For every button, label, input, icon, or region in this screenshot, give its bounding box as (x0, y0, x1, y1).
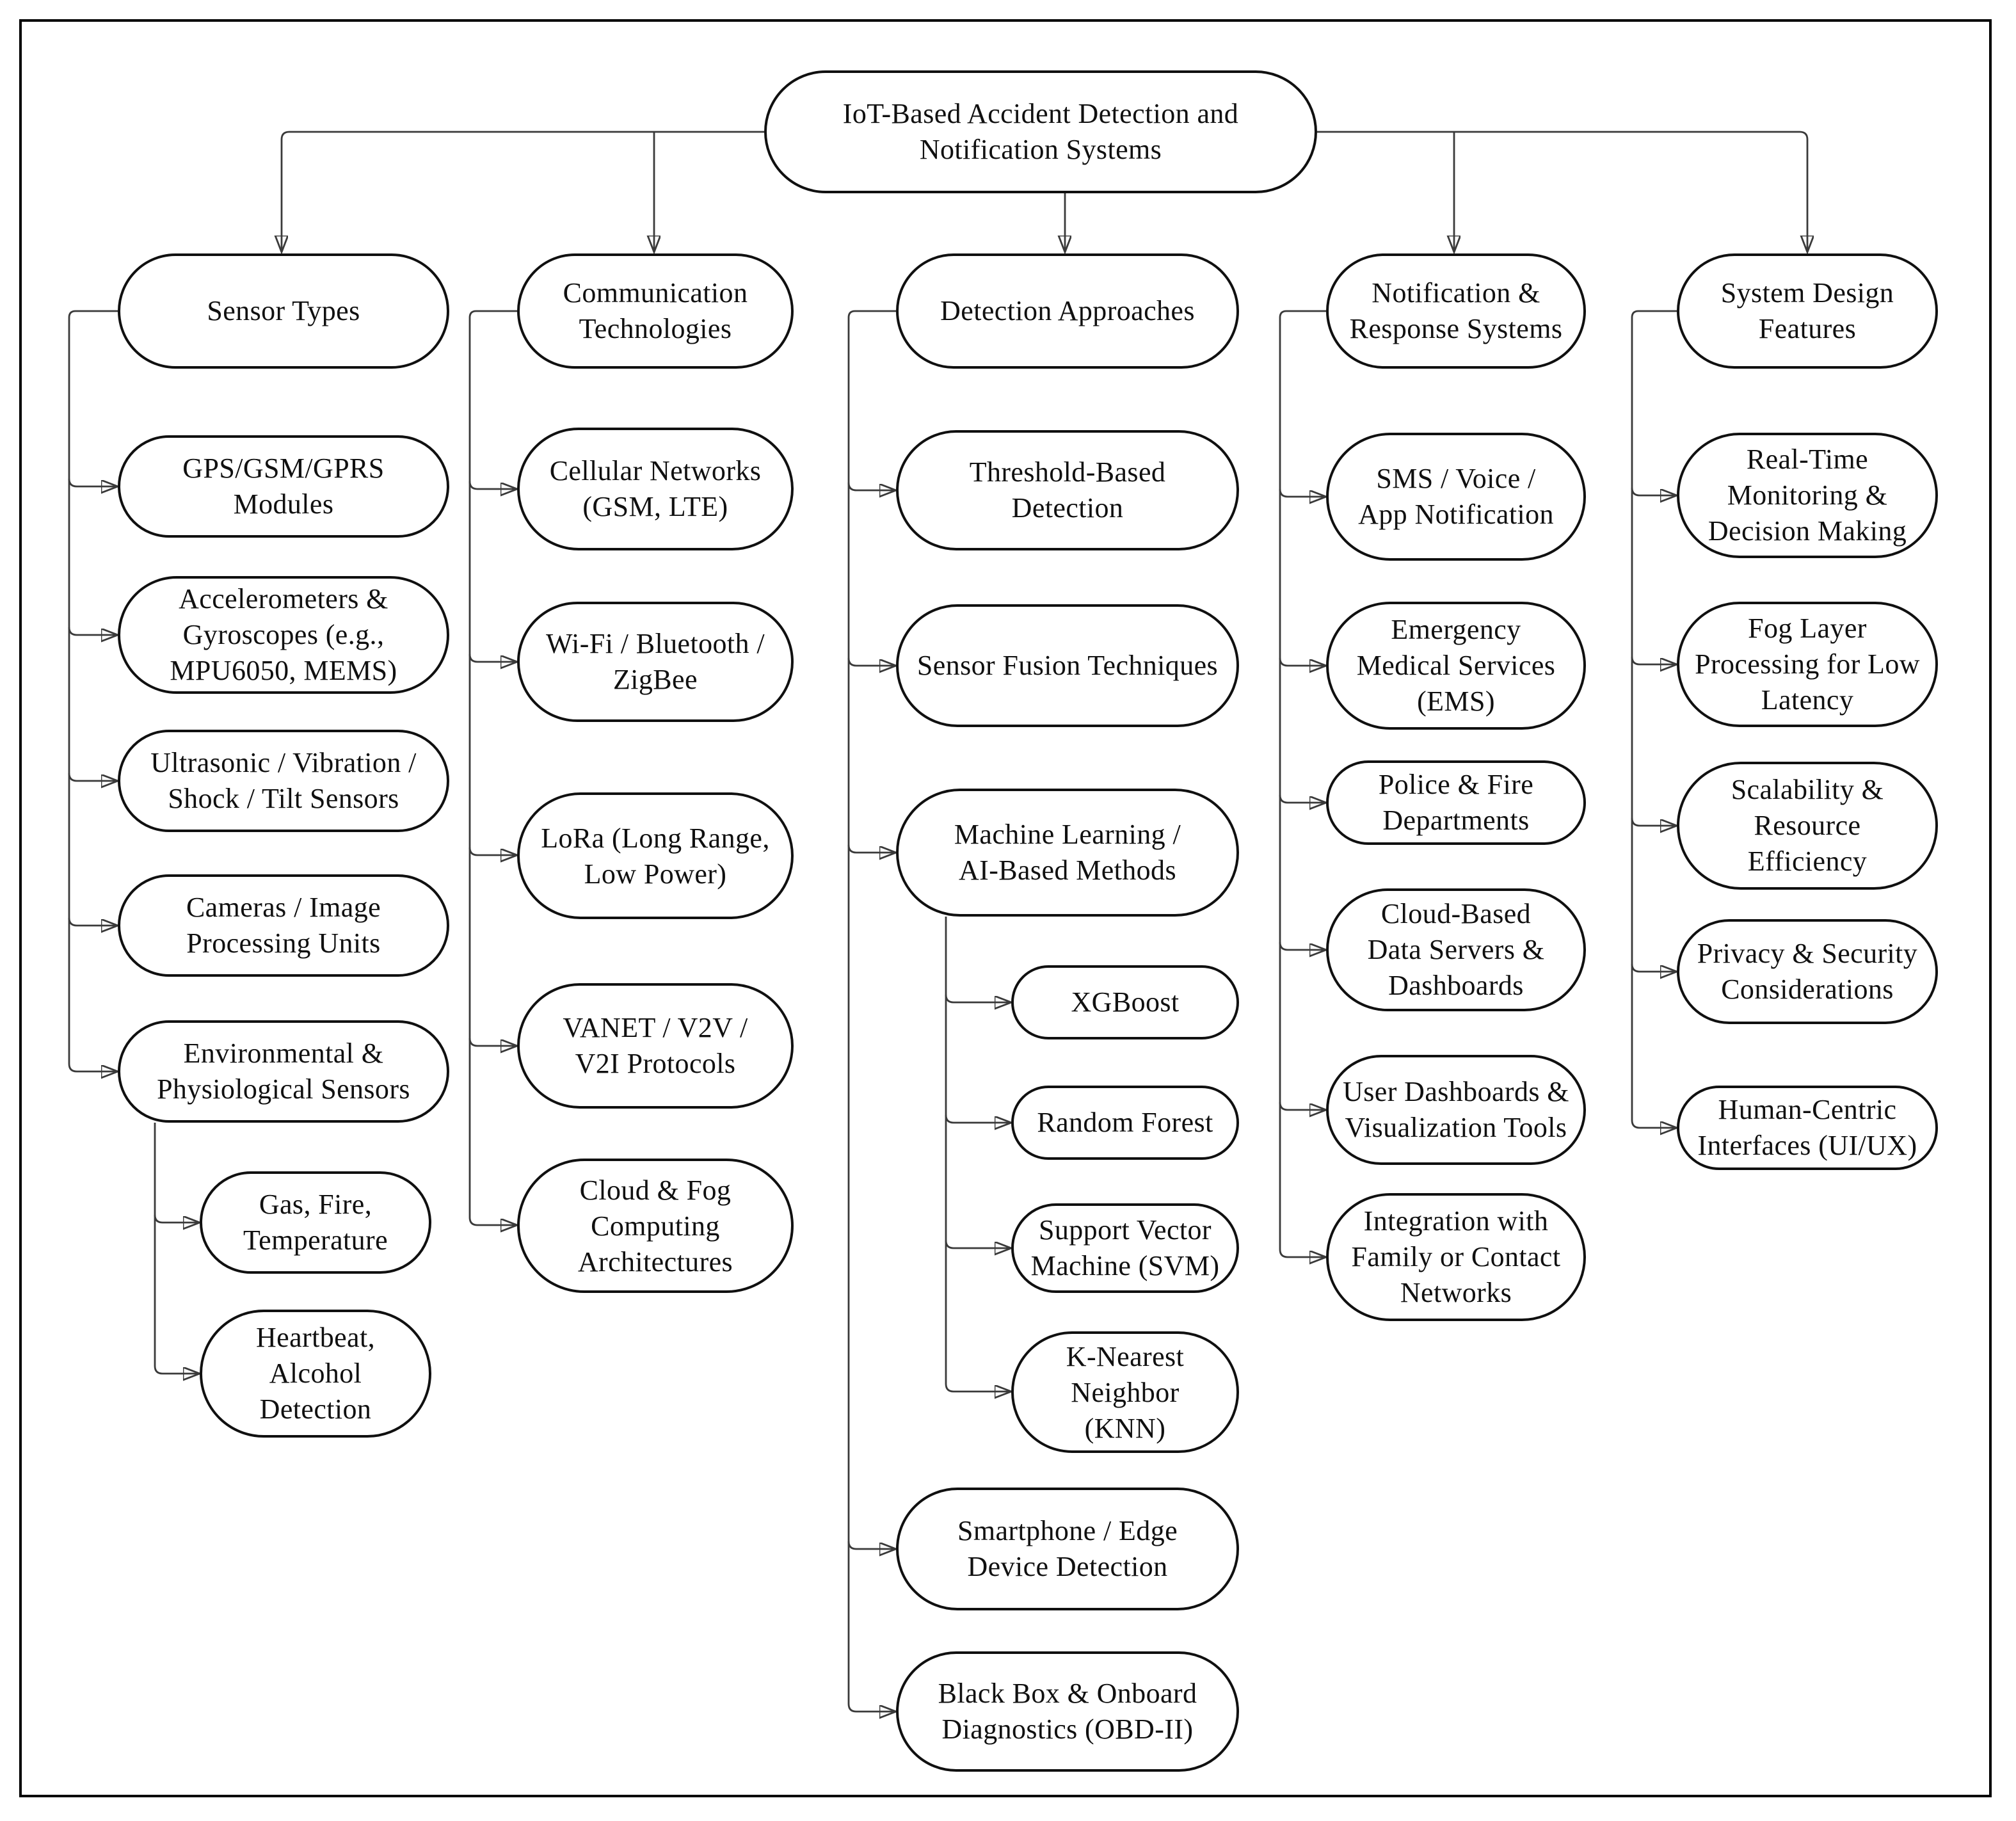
node-real-time-monitoring-decision-making: Real-Time Monitoring & Decision Making (1677, 433, 1938, 558)
node-gas-fire-temperature: Gas, Fire, Temperature (200, 1171, 431, 1274)
node-smartphone-edge-device-detection: Smartphone / Edge Device Detection (896, 1488, 1239, 1610)
node-human-centric-interfaces: Human-Centric Interfaces (UI/UX) (1677, 1086, 1938, 1170)
branch-header-notification-response-systems: Notification & Response Systems (1326, 253, 1586, 369)
node-random-forest: Random Forest (1011, 1086, 1239, 1160)
node-sensor-fusion-techniques: Sensor Fusion Techniques (896, 604, 1239, 727)
node-cloud-fog-computing-architectures: Cloud & Fog Computing Architectures (517, 1159, 794, 1293)
node-wifi-bluetooth-zigbee: Wi-Fi / Bluetooth / ZigBee (517, 602, 794, 722)
branch-header-communication-technologies: Communication Technologies (517, 253, 794, 369)
node-gps-gsm-gprs-modules: GPS/GSM/GPRS Modules (118, 435, 449, 538)
node-police-fire-departments: Police & Fire Departments (1326, 760, 1586, 845)
node-threshold-based-detection: Threshold-Based Detection (896, 430, 1239, 550)
node-ultrasonic-vibration-shock-tilt: Ultrasonic / Vibration / Shock / Tilt Se… (118, 730, 449, 832)
node-sms-voice-app-notification: SMS / Voice / App Notification (1326, 433, 1586, 561)
node-root: IoT-Based Accident Detection and Notific… (764, 70, 1317, 193)
node-fog-layer-processing-low-latency: Fog Layer Processing for Low Latency (1677, 602, 1938, 727)
diagram-border (19, 19, 1992, 1797)
node-emergency-medical-services: Emergency Medical Services (EMS) (1326, 602, 1586, 730)
node-support-vector-machine: Support Vector Machine (SVM) (1011, 1203, 1239, 1293)
node-black-box-onboard-diagnostics: Black Box & Onboard Diagnostics (OBD-II) (896, 1651, 1239, 1772)
node-environmental-physiological-sensors: Environmental & Physiological Sensors (118, 1020, 449, 1123)
node-scalability-resource-efficiency: Scalability & Resource Efficiency (1677, 762, 1938, 890)
node-accelerometers-gyroscopes: Accelerometers & Gyroscopes (e.g., MPU60… (118, 576, 449, 694)
node-vanet-v2v-v2i-protocols: VANET / V2V / V2I Protocols (517, 983, 794, 1109)
node-cameras-image-processing: Cameras / Image Processing Units (118, 874, 449, 977)
branch-header-detection-approaches: Detection Approaches (896, 253, 1239, 369)
node-xgboost: XGBoost (1011, 965, 1239, 1039)
node-machine-learning-ai-methods: Machine Learning / AI-Based Methods (896, 789, 1239, 917)
node-user-dashboards-visualization-tools: User Dashboards & Visualization Tools (1326, 1055, 1586, 1165)
node-integration-family-contact-networks: Integration with Family or Contact Netwo… (1326, 1193, 1586, 1321)
node-lora-long-range: LoRa (Long Range, Low Power) (517, 792, 794, 919)
node-heartbeat-alcohol-detection: Heartbeat, Alcohol Detection (200, 1310, 431, 1438)
branch-header-system-design-features: System Design Features (1677, 253, 1938, 369)
node-cloud-based-data-servers-dashboards: Cloud-Based Data Servers & Dashboards (1326, 888, 1586, 1011)
node-privacy-security-considerations: Privacy & Security Considerations (1677, 919, 1938, 1024)
branch-header-sensor-types: Sensor Types (118, 253, 449, 369)
node-k-nearest-neighbor: K-Nearest Neighbor (KNN) (1011, 1331, 1239, 1453)
node-cellular-networks: Cellular Networks (GSM, LTE) (517, 428, 794, 550)
